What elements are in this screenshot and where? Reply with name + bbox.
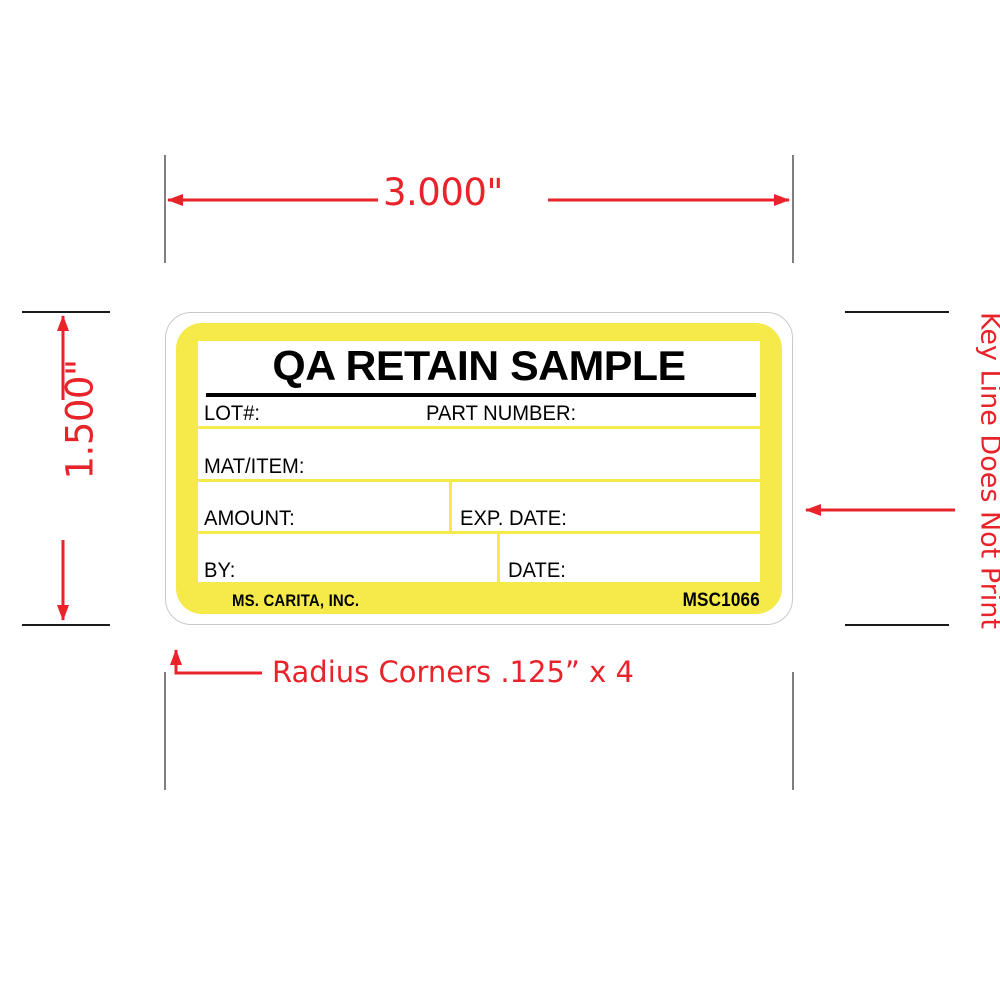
field-label-mat-item: MAT/ITEM:	[204, 455, 305, 478]
leader-radius-corners	[170, 649, 262, 675]
field-label-date: DATE:	[508, 559, 566, 582]
extension-line-top-left	[164, 155, 166, 263]
footer-company-name: MS. CARITA, INC.	[232, 591, 360, 610]
extension-line-bottom-left	[164, 672, 166, 790]
extension-line-bottom-right	[792, 672, 794, 790]
extension-line-top-right	[792, 155, 794, 263]
annotation-radius-note: Radius Corners .125” x 4	[272, 655, 634, 689]
field-rule-1	[198, 426, 760, 429]
extension-line-right-bottom	[845, 624, 949, 626]
field-divider-amount-exp	[449, 479, 452, 532]
extension-line-left-top	[22, 311, 110, 313]
field-label-lot: LOT#:	[204, 402, 261, 425]
label-artwork: QA RETAIN SAMPLE LOT#: PART NUMBER: MAT/…	[165, 312, 793, 625]
title-underline	[206, 393, 756, 397]
dimension-label-width: 3.000"	[383, 171, 503, 214]
field-label-amount: AMOUNT:	[204, 507, 295, 530]
field-rule-2	[198, 479, 760, 482]
extension-line-right-top	[845, 311, 949, 313]
dimension-label-height: 1.500"	[58, 359, 102, 480]
field-label-part-number: PART NUMBER:	[426, 402, 577, 425]
annotation-keyline-note: Key Line Does Not Print	[974, 312, 1000, 629]
extension-line-left-bottom	[22, 624, 110, 626]
label-print-panel: QA RETAIN SAMPLE LOT#: PART NUMBER: MAT/…	[198, 341, 760, 585]
field-rule-4	[198, 582, 760, 585]
label-title: QA RETAIN SAMPLE	[272, 342, 686, 389]
field-label-exp-date: EXP. DATE:	[460, 507, 567, 530]
field-divider-by-date	[497, 531, 500, 585]
footer-product-code: MSC1066	[682, 590, 760, 611]
label-yellow-body: QA RETAIN SAMPLE LOT#: PART NUMBER: MAT/…	[176, 323, 782, 614]
field-label-by: BY:	[204, 559, 236, 582]
field-rule-3	[198, 531, 760, 534]
